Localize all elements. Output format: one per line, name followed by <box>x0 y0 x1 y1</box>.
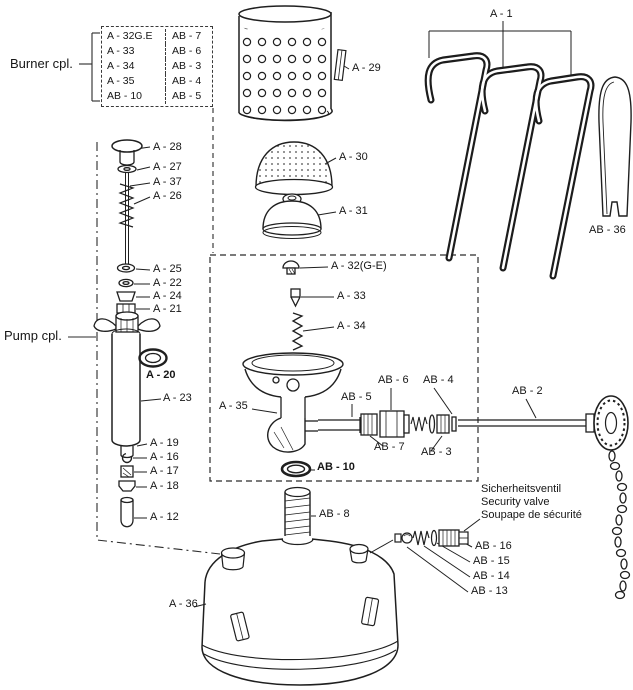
label-ab-16: AB - 16 <box>475 540 512 552</box>
legend-cell: AB - 6 <box>165 44 212 59</box>
handle-tab-right <box>361 596 380 627</box>
label-a-33: A - 33 <box>337 290 366 302</box>
pump-knob <box>111 139 143 153</box>
label-a-31: A - 31 <box>339 205 368 217</box>
label-ab-7: AB - 7 <box>374 441 405 453</box>
security-valve-name-de: Sicherheitsventil <box>481 483 562 495</box>
legend-cell: AB - 5 <box>165 89 212 104</box>
label-a-19: A - 19 <box>150 437 179 449</box>
label-ab-3: AB - 3 <box>421 446 452 458</box>
label-ab-13: AB - 13 <box>471 585 508 597</box>
label-a-23: A - 23 <box>163 392 192 404</box>
burner-assembly <box>242 260 629 453</box>
label-ab-2: AB - 2 <box>512 385 543 397</box>
label-a-35: A - 35 <box>219 400 248 412</box>
label-a-22: A - 22 <box>153 277 182 289</box>
legend-cell: A - 34 <box>107 60 135 73</box>
label-a-17: A - 17 <box>150 465 179 477</box>
label-ab-14: AB - 14 <box>473 570 510 582</box>
burner-hood <box>238 5 347 122</box>
label-a-26: A - 26 <box>153 190 182 202</box>
label-a-1: A - 1 <box>490 8 513 20</box>
label-ab-10: AB - 10 <box>317 461 355 473</box>
pump-rod-spring <box>118 183 135 228</box>
seal-and-neck <box>280 460 312 536</box>
security-valve-parts <box>394 529 469 547</box>
tank-seal-ring <box>280 460 312 478</box>
label-a-34: A - 34 <box>337 320 366 332</box>
tool-sheath <box>598 76 632 217</box>
mesh-dome <box>254 141 334 196</box>
pump-cpl-title: Pump cpl. <box>4 328 62 343</box>
legend-cell: AB - 3 <box>165 59 212 74</box>
legend-cell: A - 33 <box>107 45 135 58</box>
label-a-20: A - 20 <box>146 369 176 381</box>
security-valve-name-en: Security valve <box>481 496 550 508</box>
burner-parts-legend: A - 32G.E AB - 7 A - 33 AB - 6 A - 34 AB… <box>101 26 213 107</box>
label-ab-6: AB - 6 <box>378 374 409 386</box>
pump-assembly <box>93 139 168 528</box>
construction-lines <box>68 32 479 555</box>
label-ab-4: AB - 4 <box>423 374 454 386</box>
legend-cell: A - 32G.E <box>107 30 153 42</box>
label-a-21: A - 21 <box>153 303 182 315</box>
label-a-29: A - 29 <box>352 62 381 74</box>
hood-pin <box>333 48 347 82</box>
label-a-30: A - 30 <box>339 151 368 163</box>
service-keys <box>424 52 595 280</box>
control-wheel <box>593 395 629 451</box>
pump-wing-right <box>137 318 161 332</box>
security-valve-name-fr: Soupape de sécurité <box>481 509 582 521</box>
legend-cell: AB - 10 <box>107 90 143 103</box>
label-a-18: A - 18 <box>150 480 179 492</box>
valve-boss <box>349 543 369 564</box>
label-a-24: A - 24 <box>153 290 182 302</box>
label-ab-5: AB - 5 <box>341 391 372 403</box>
jet-spring <box>291 312 304 351</box>
burner-cpl-title: Burner cpl. <box>10 56 73 71</box>
label-ab-15: AB - 15 <box>473 555 510 567</box>
label-ab-8: AB - 8 <box>319 508 350 520</box>
label-a-32ge: A - 32(G-E) <box>331 260 387 272</box>
fuel-tank <box>201 538 399 686</box>
pump-seal-ring <box>138 348 168 368</box>
label-a-37: A - 37 <box>153 176 182 188</box>
burner-cap <box>262 193 322 239</box>
label-a-16: A - 16 <box>150 451 179 463</box>
legend-cell: AB - 7 <box>165 29 212 44</box>
label-a-25: A - 25 <box>153 263 182 275</box>
legend-cell: A - 35 <box>107 75 135 88</box>
pump-wing-left <box>93 318 117 332</box>
handle-tab-left <box>230 611 250 642</box>
legend-cell: AB - 4 <box>165 74 212 89</box>
chain <box>608 450 631 600</box>
label-a-12: A - 12 <box>150 511 179 523</box>
label-ab-36: AB - 36 <box>589 224 626 236</box>
filler-cap <box>220 547 246 571</box>
label-a-27: A - 27 <box>153 161 182 173</box>
label-a-28: A - 28 <box>153 141 182 153</box>
label-a-36: A - 36 <box>169 598 198 610</box>
